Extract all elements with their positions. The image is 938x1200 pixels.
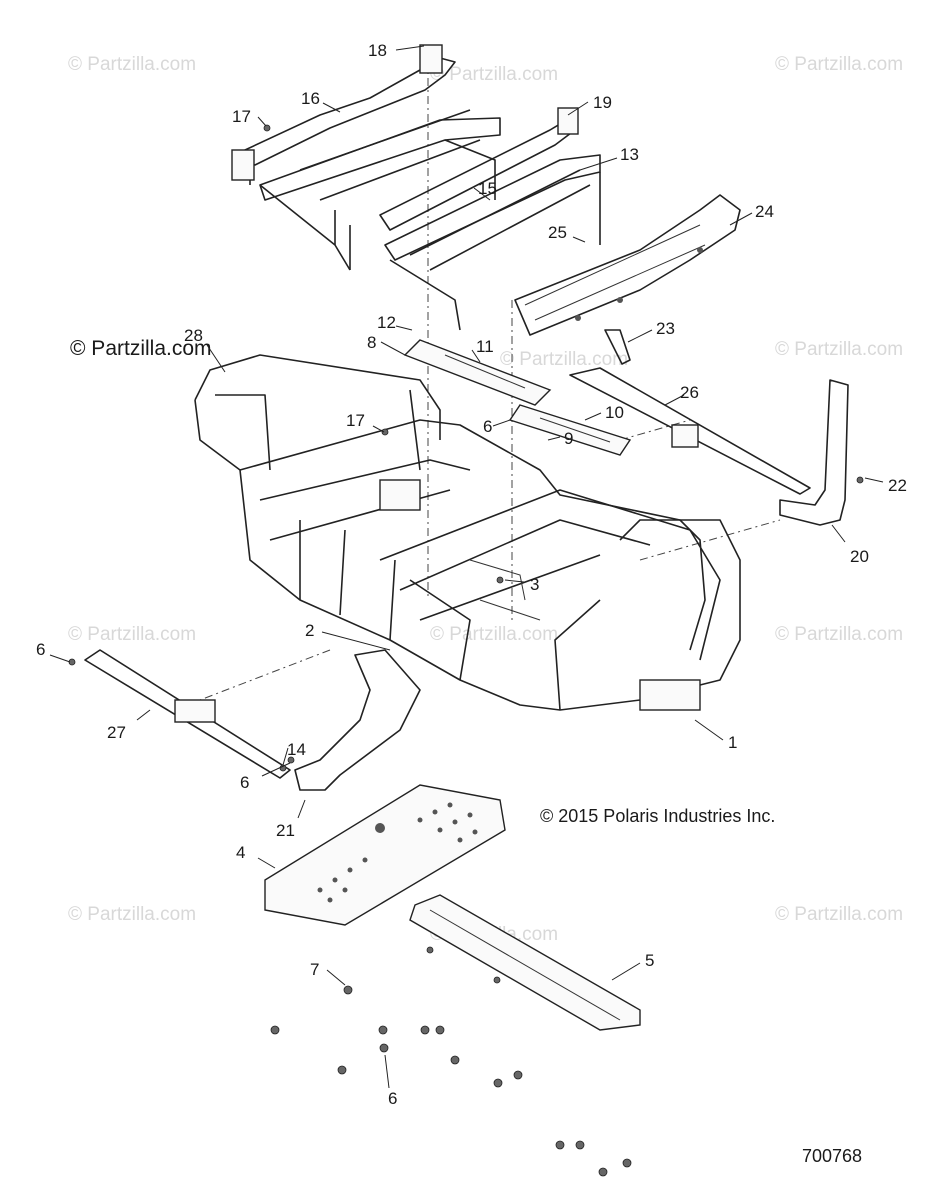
dash-cross-member	[514, 194, 741, 336]
cross-plate-11	[403, 339, 552, 406]
watermark: © Partzilla.com	[430, 64, 558, 85]
rod-assembly-26	[569, 367, 811, 495]
callout-2: 2	[305, 621, 314, 640]
copyright-notice: © 2015 Polaris Industries Inc.	[540, 806, 775, 826]
watermark: © Partzilla.com	[68, 54, 196, 75]
callout-14: 14	[287, 740, 306, 759]
callout-6: 6	[240, 773, 249, 792]
callout-17: 17	[346, 411, 365, 430]
callout-3: 3	[530, 575, 539, 594]
leader-lines	[49, 45, 884, 1089]
callout-22: 22	[888, 476, 907, 495]
callout-9: 9	[564, 429, 573, 448]
rod-assembly-27	[84, 649, 291, 779]
side-bar-right	[779, 379, 849, 526]
floor-plate	[264, 784, 506, 926]
callout-11: 11	[476, 337, 494, 356]
seat-frame-front	[379, 107, 601, 331]
callout-21: 21	[276, 821, 295, 840]
callout-7: 7	[310, 960, 319, 979]
callout-25: 25	[548, 223, 567, 242]
watermark: © Partzilla.com	[500, 349, 628, 370]
callout-24: 24	[755, 202, 774, 221]
primary-watermark: © Partzilla.com	[70, 337, 212, 360]
cross-plate-10	[508, 404, 632, 456]
main-chassis	[194, 354, 741, 711]
watermark: © Partzilla.com	[68, 904, 196, 925]
seat-frame-rear	[231, 44, 501, 271]
callout-17: 17	[232, 107, 251, 126]
callout-13: 13	[620, 145, 639, 164]
watermark: © Partzilla.com	[775, 624, 903, 645]
side-bar-left	[294, 649, 421, 791]
watermark: © Partzilla.com	[775, 339, 903, 360]
callout-8: 8	[367, 333, 376, 352]
callout-27: 27	[107, 723, 126, 742]
alignment-line	[619, 419, 691, 441]
callout-15: 15	[478, 179, 497, 198]
callout-19: 19	[593, 93, 612, 112]
watermark: © Partzilla.com	[775, 904, 903, 925]
bracket-23	[604, 329, 631, 365]
figure-number: 700768	[802, 1146, 862, 1166]
watermark: © Partzilla.com	[430, 624, 558, 645]
callout-18: 18	[368, 41, 387, 60]
callout-6: 6	[36, 640, 45, 659]
alignment-line	[199, 649, 331, 701]
callout-5: 5	[645, 951, 654, 970]
callout-6: 6	[483, 417, 492, 436]
callout-26: 26	[680, 383, 699, 402]
callout-12: 12	[377, 313, 396, 332]
callout-28: 28	[184, 326, 203, 345]
alignment-line	[639, 519, 781, 561]
callout-10: 10	[605, 403, 624, 422]
callout-20: 20	[850, 547, 869, 566]
callout-16: 16	[301, 89, 320, 108]
callout-1: 1	[728, 733, 737, 752]
callout-23: 23	[656, 319, 675, 338]
watermark: © Partzilla.com	[68, 624, 196, 645]
callout-6: 6	[388, 1089, 397, 1108]
skid-plate	[409, 894, 641, 1031]
fasteners	[68, 124, 864, 1177]
watermark: © Partzilla.com	[775, 54, 903, 75]
callout-4: 4	[236, 843, 245, 862]
